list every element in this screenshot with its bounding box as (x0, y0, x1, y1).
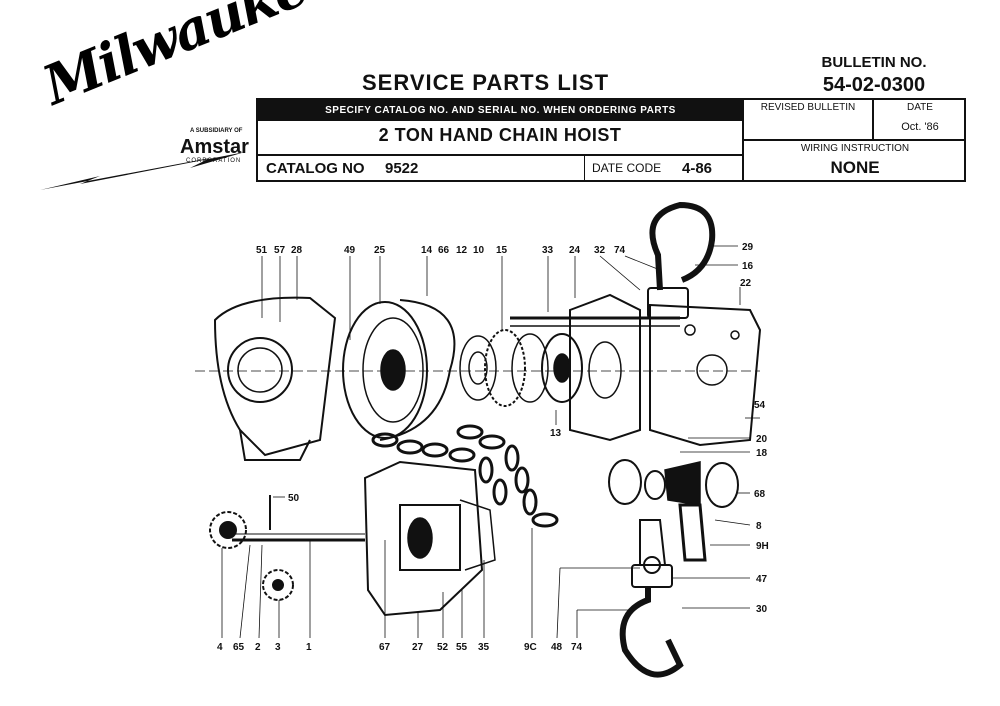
product-name: 2 TON HAND CHAIN HOIST (378, 125, 622, 145)
wiring-instruction-label: WIRING INSTRUCTION (800, 143, 910, 154)
gear (209, 511, 294, 601)
revised-bulletin-label: REVISED BULLETIN (760, 102, 856, 113)
part-label: 14 (421, 245, 433, 256)
part-label: 27 (412, 642, 424, 653)
top-hook (649, 201, 716, 291)
subsidiary-text: A SUBSIDIARY OF (190, 128, 243, 134)
part-label: 57 (274, 245, 286, 256)
part-label: 29 (742, 242, 754, 253)
main-frame (569, 293, 641, 442)
part-label: 35 (478, 642, 490, 653)
gear-housing (363, 460, 484, 617)
part-label: 8 (756, 521, 762, 532)
part-label: 25 (374, 245, 386, 256)
wiring-instruction-value: NONE (830, 158, 880, 177)
divider (742, 139, 966, 141)
part-label: 28 (291, 245, 303, 256)
part-label: 10 (473, 245, 485, 256)
part-label: 1 (306, 642, 312, 653)
bulletin-label: BULLETIN NO. (821, 54, 927, 71)
hook-block (631, 564, 673, 588)
part-label: 32 (594, 245, 606, 256)
part-label: 16 (742, 261, 754, 272)
part-label: 3 (275, 642, 281, 653)
page-title: SERVICE PARTS LIST (362, 70, 610, 95)
part-label: 13 (550, 428, 562, 439)
divider (256, 154, 744, 156)
part-label: 20 (756, 434, 768, 445)
part-label: 66 (438, 245, 450, 256)
part-label: 54 (754, 400, 766, 411)
part-label: 51 (256, 245, 268, 256)
part-label: 67 (379, 642, 391, 653)
date-code: 4-86 (682, 160, 713, 177)
catalog-label: CATALOG NO (266, 160, 365, 177)
hand-wheel (342, 301, 428, 439)
cover-opening (227, 337, 293, 403)
part-label: 15 (496, 245, 508, 256)
part-label: 9C (524, 642, 537, 653)
bulletin-number: 54-02-0300 (822, 74, 926, 96)
divider (584, 154, 585, 182)
part-label: 48 (551, 642, 563, 653)
catalog-number: 9522 (385, 160, 419, 177)
corporation-text: CORPORATION (186, 158, 242, 164)
amstar-logo: Amstar (180, 136, 249, 158)
part-label: 2 (255, 642, 261, 653)
ordering-note: SPECIFY CATALOG NO. AND SERIAL NO. WHEN … (258, 99, 743, 121)
part-label: 22 (740, 278, 752, 289)
part-label: 33 (542, 245, 554, 256)
housing-cover (213, 296, 337, 457)
part-label: 68 (754, 489, 766, 500)
part-label: 50 (288, 493, 300, 504)
part-label: 47 (756, 574, 768, 585)
side-plate (649, 303, 762, 447)
date-value: Oct. '86 (901, 121, 939, 133)
date-code-label: DATE CODE (592, 161, 662, 175)
part-label: 4 (217, 642, 223, 653)
part-label: 18 (756, 448, 768, 459)
part-label: 49 (344, 245, 356, 256)
part-label: 30 (756, 604, 768, 615)
part-label: 74 (614, 245, 626, 256)
load-chain (371, 424, 559, 528)
part-label: 55 (456, 642, 468, 653)
part-label: 9H (756, 541, 769, 552)
part-label: 24 (569, 245, 581, 256)
part-label: 65 (233, 642, 245, 653)
part-label: 12 (456, 245, 468, 256)
part-label: 74 (571, 642, 583, 653)
divider (872, 98, 874, 140)
lightning-bolt-icon (40, 152, 245, 190)
bottom-hook (619, 588, 684, 678)
part-label: 52 (437, 642, 449, 653)
date-label: DATE (907, 102, 933, 113)
